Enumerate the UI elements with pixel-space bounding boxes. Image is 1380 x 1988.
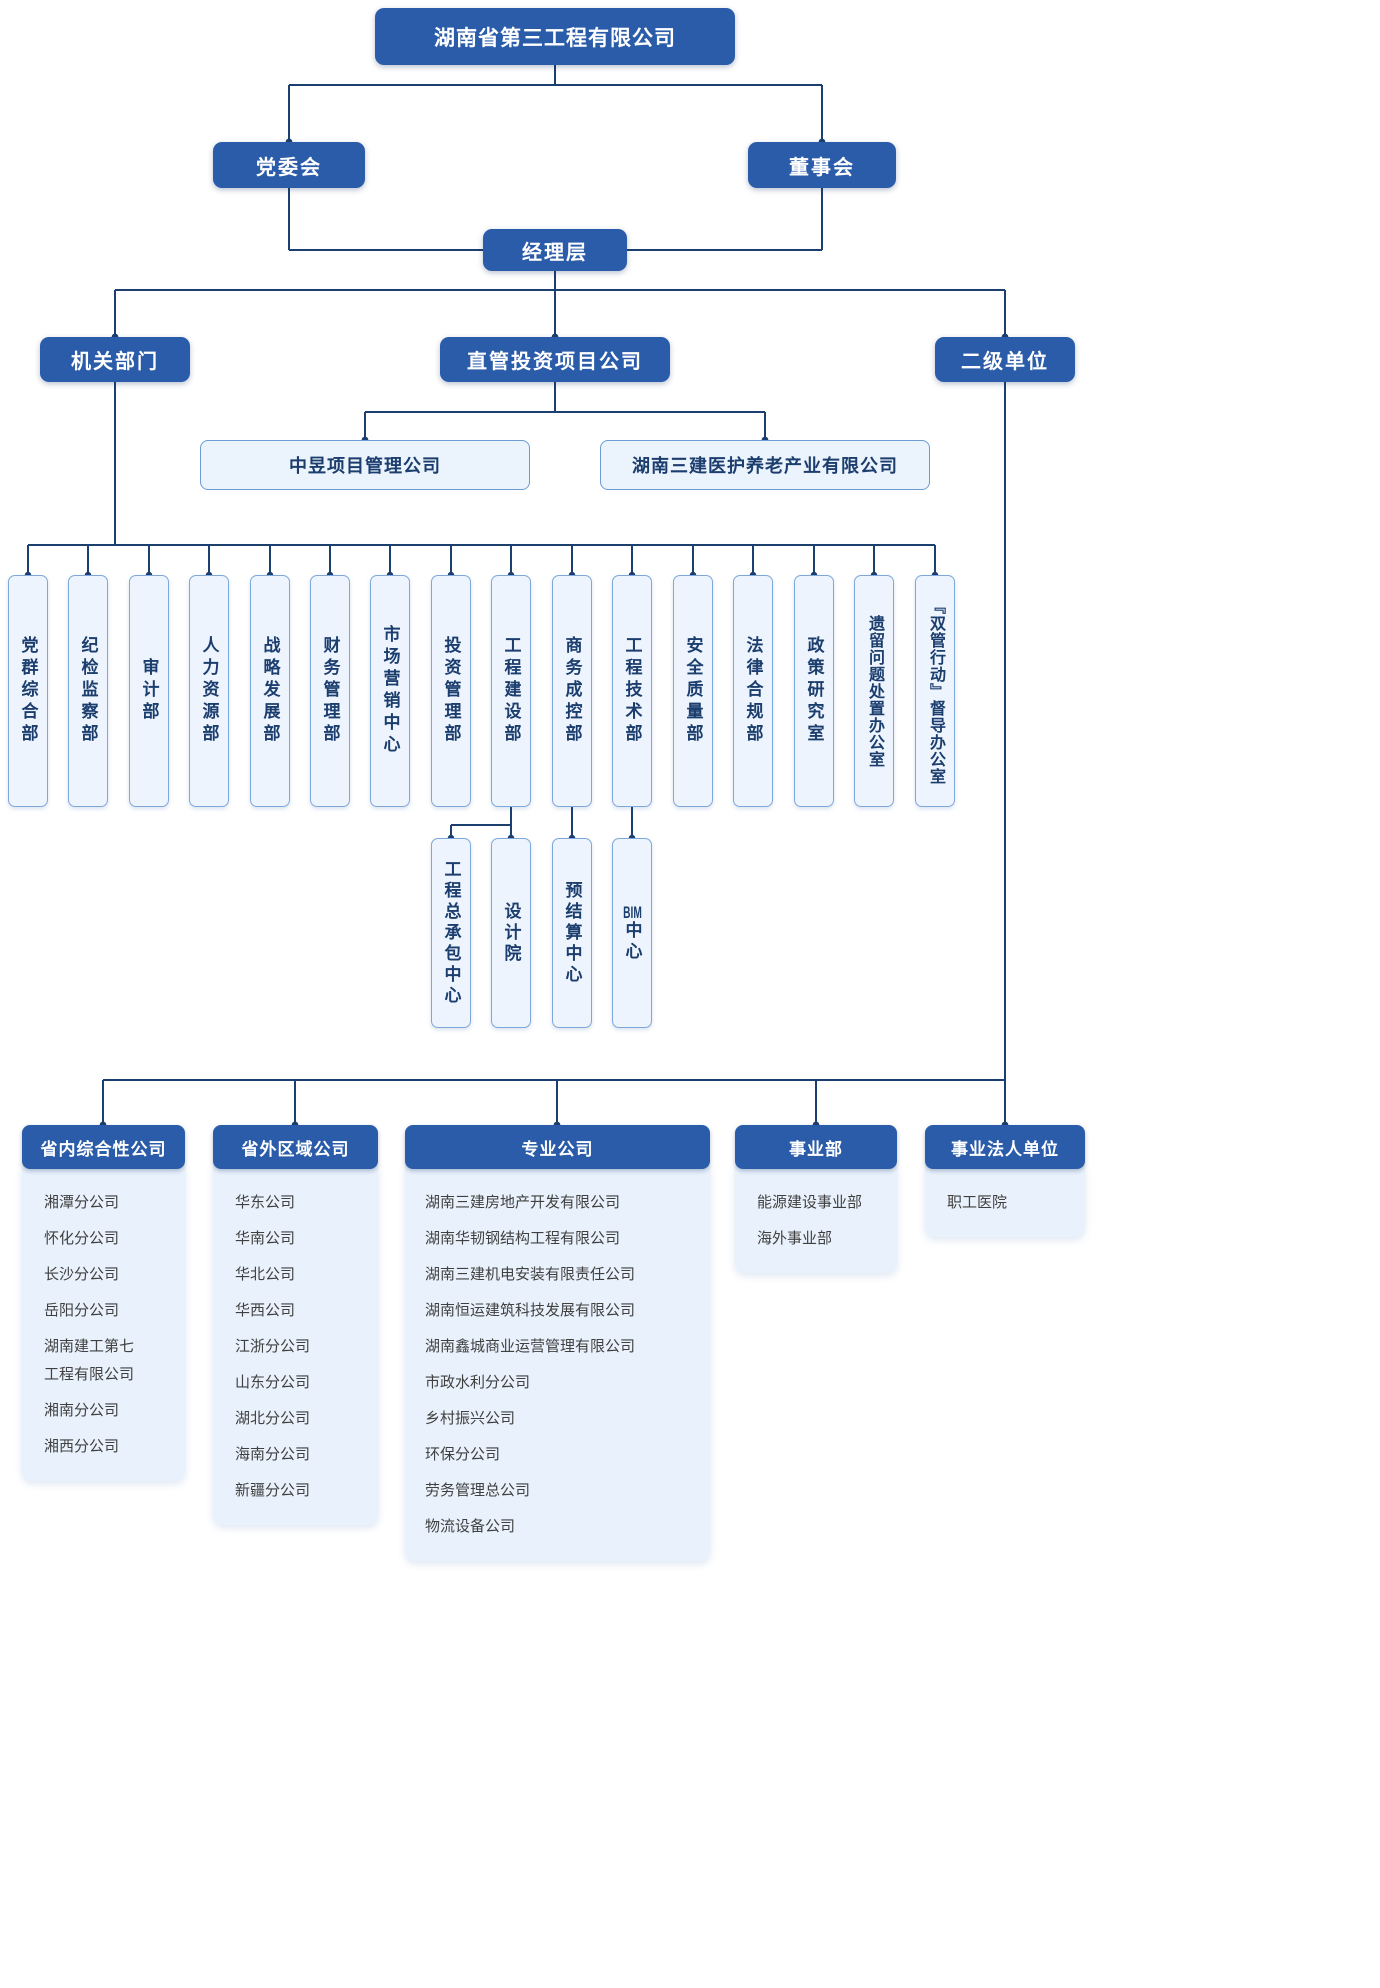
child-epc-center: 工程总承包中心 — [431, 838, 471, 1028]
node-party-committee: 党委会 — [213, 142, 365, 188]
branch-org-departments: 机关部门 — [40, 337, 190, 382]
group-regional-companies-title: 省外区域公司 — [213, 1125, 378, 1169]
dept-legal-compliance: 法律合规部 — [733, 575, 773, 807]
dept-human-resources: 人力资源部 — [189, 575, 229, 807]
dept-safety-quality: 安全质量部 — [673, 575, 713, 807]
group-business-divisions: 事业部 能源建设事业部 海外事业部 — [735, 1125, 897, 1273]
list-item: 环保分公司 — [425, 1446, 501, 1463]
list-item: 湖南三建房地产开发有限公司 — [425, 1194, 621, 1211]
dept-legacy-issues-office: 遗留问题处置办公室 — [854, 575, 894, 807]
dept-policy-research: 政策研究室 — [794, 575, 834, 807]
dept-audit: 审计部 — [129, 575, 169, 807]
list-item: 湖南三建机电安装有限责任公司 — [425, 1266, 636, 1283]
dept-engineering-technology: 工程技术部 — [612, 575, 652, 807]
dept-engineering-construction: 工程建设部 — [491, 575, 531, 807]
list-item: 湘南分公司 — [44, 1402, 120, 1419]
list-item: 劳务管理总公司 — [425, 1482, 531, 1499]
list-item: 新疆分公司 — [235, 1482, 311, 1499]
list-item: 湖南华韧钢结构工程有限公司 — [425, 1230, 621, 1247]
list-item: 湖南恒运建筑科技发展有限公司 — [425, 1302, 636, 1319]
group-provincial-companies: 省内综合性公司 湘潭分公司 怀化分公司 长沙分公司 岳阳分公司 湖南建工第七 工… — [22, 1125, 185, 1481]
list-item: 湘潭分公司 — [44, 1194, 120, 1211]
list-item: 岳阳分公司 — [44, 1302, 120, 1319]
list-item: 怀化分公司 — [44, 1230, 120, 1247]
dept-party-mass-general: 党群综合部 — [8, 575, 48, 807]
dept-marketing-center: 市场营销中心 — [370, 575, 410, 807]
group-legal-entity-units: 事业法人单位 职工医院 — [925, 1125, 1085, 1237]
branch-direct-investment-companies: 直管投资项目公司 — [440, 337, 670, 382]
list-item: 华南公司 — [235, 1230, 296, 1247]
list-item: 长沙分公司 — [44, 1266, 120, 1283]
invest-company-zhongyu: 中昱项目管理公司 — [200, 440, 530, 490]
node-root-company: 湖南省第三工程有限公司 — [375, 8, 735, 65]
list-item: 市政水利分公司 — [425, 1374, 531, 1391]
node-management-level: 经理层 — [483, 229, 627, 271]
group-business-divisions-list: 能源建设事业部 海外事业部 — [735, 1165, 897, 1273]
group-regional-companies: 省外区域公司 华东公司 华南公司 华北公司 华西公司 江浙分公司 山东分公司 湖… — [213, 1125, 378, 1525]
group-legal-entity-units-list: 职工医院 — [925, 1165, 1085, 1237]
list-item: 华西公司 — [235, 1302, 296, 1319]
list-item: 湖南建工第七 工程有限公司 — [44, 1338, 135, 1383]
list-item: 物流设备公司 — [425, 1518, 516, 1535]
invest-company-medical-care: 湖南三建医护养老产业有限公司 — [600, 440, 930, 490]
group-professional-companies: 专业公司 湖南三建房地产开发有限公司 湖南华韧钢结构工程有限公司 湖南三建机电安… — [405, 1125, 710, 1561]
child-design-institute: 设计院 — [491, 838, 531, 1028]
list-item: 华北公司 — [235, 1266, 296, 1283]
dept-commerce-cost-control: 商务成控部 — [552, 575, 592, 807]
dept-discipline-inspection: 纪检监察部 — [68, 575, 108, 807]
group-legal-entity-units-title: 事业法人单位 — [925, 1125, 1085, 1169]
list-item: 海外事业部 — [757, 1230, 833, 1247]
branch-secondary-units: 二级单位 — [935, 337, 1075, 382]
list-item: 湘西分公司 — [44, 1438, 120, 1455]
list-item: 湖南鑫城商业运营管理有限公司 — [425, 1338, 636, 1355]
list-item: 乡村振兴公司 — [425, 1410, 516, 1427]
list-item: 山东分公司 — [235, 1374, 311, 1391]
dept-strategy-development: 战略发展部 — [250, 575, 290, 807]
group-professional-companies-list: 湖南三建房地产开发有限公司 湖南华韧钢结构工程有限公司 湖南三建机电安装有限责任… — [405, 1165, 710, 1561]
child-budget-settlement-center: 预结算中心 — [552, 838, 592, 1028]
group-regional-companies-list: 华东公司 华南公司 华北公司 华西公司 江浙分公司 山东分公司 湖北分公司 海南… — [213, 1165, 378, 1525]
node-board-of-directors: 董事会 — [748, 142, 896, 188]
group-provincial-companies-title: 省内综合性公司 — [22, 1125, 185, 1169]
group-business-divisions-title: 事业部 — [735, 1125, 897, 1169]
list-item: 湖北分公司 — [235, 1410, 311, 1427]
list-item: 华东公司 — [235, 1194, 296, 1211]
list-item: 职工医院 — [947, 1194, 1008, 1211]
group-professional-companies-title: 专业公司 — [405, 1125, 710, 1169]
list-item: 能源建设事业部 — [757, 1194, 863, 1211]
list-item: 江浙分公司 — [235, 1338, 311, 1355]
list-item: 海南分公司 — [235, 1446, 311, 1463]
group-provincial-companies-list: 湘潭分公司 怀化分公司 长沙分公司 岳阳分公司 湖南建工第七 工程有限公司 湘南… — [22, 1165, 185, 1481]
dept-investment-management: 投资管理部 — [431, 575, 471, 807]
dept-finance-management: 财务管理部 — [310, 575, 350, 807]
dept-dual-supervision-office: 『双管行动』督导办公室 — [915, 575, 955, 807]
